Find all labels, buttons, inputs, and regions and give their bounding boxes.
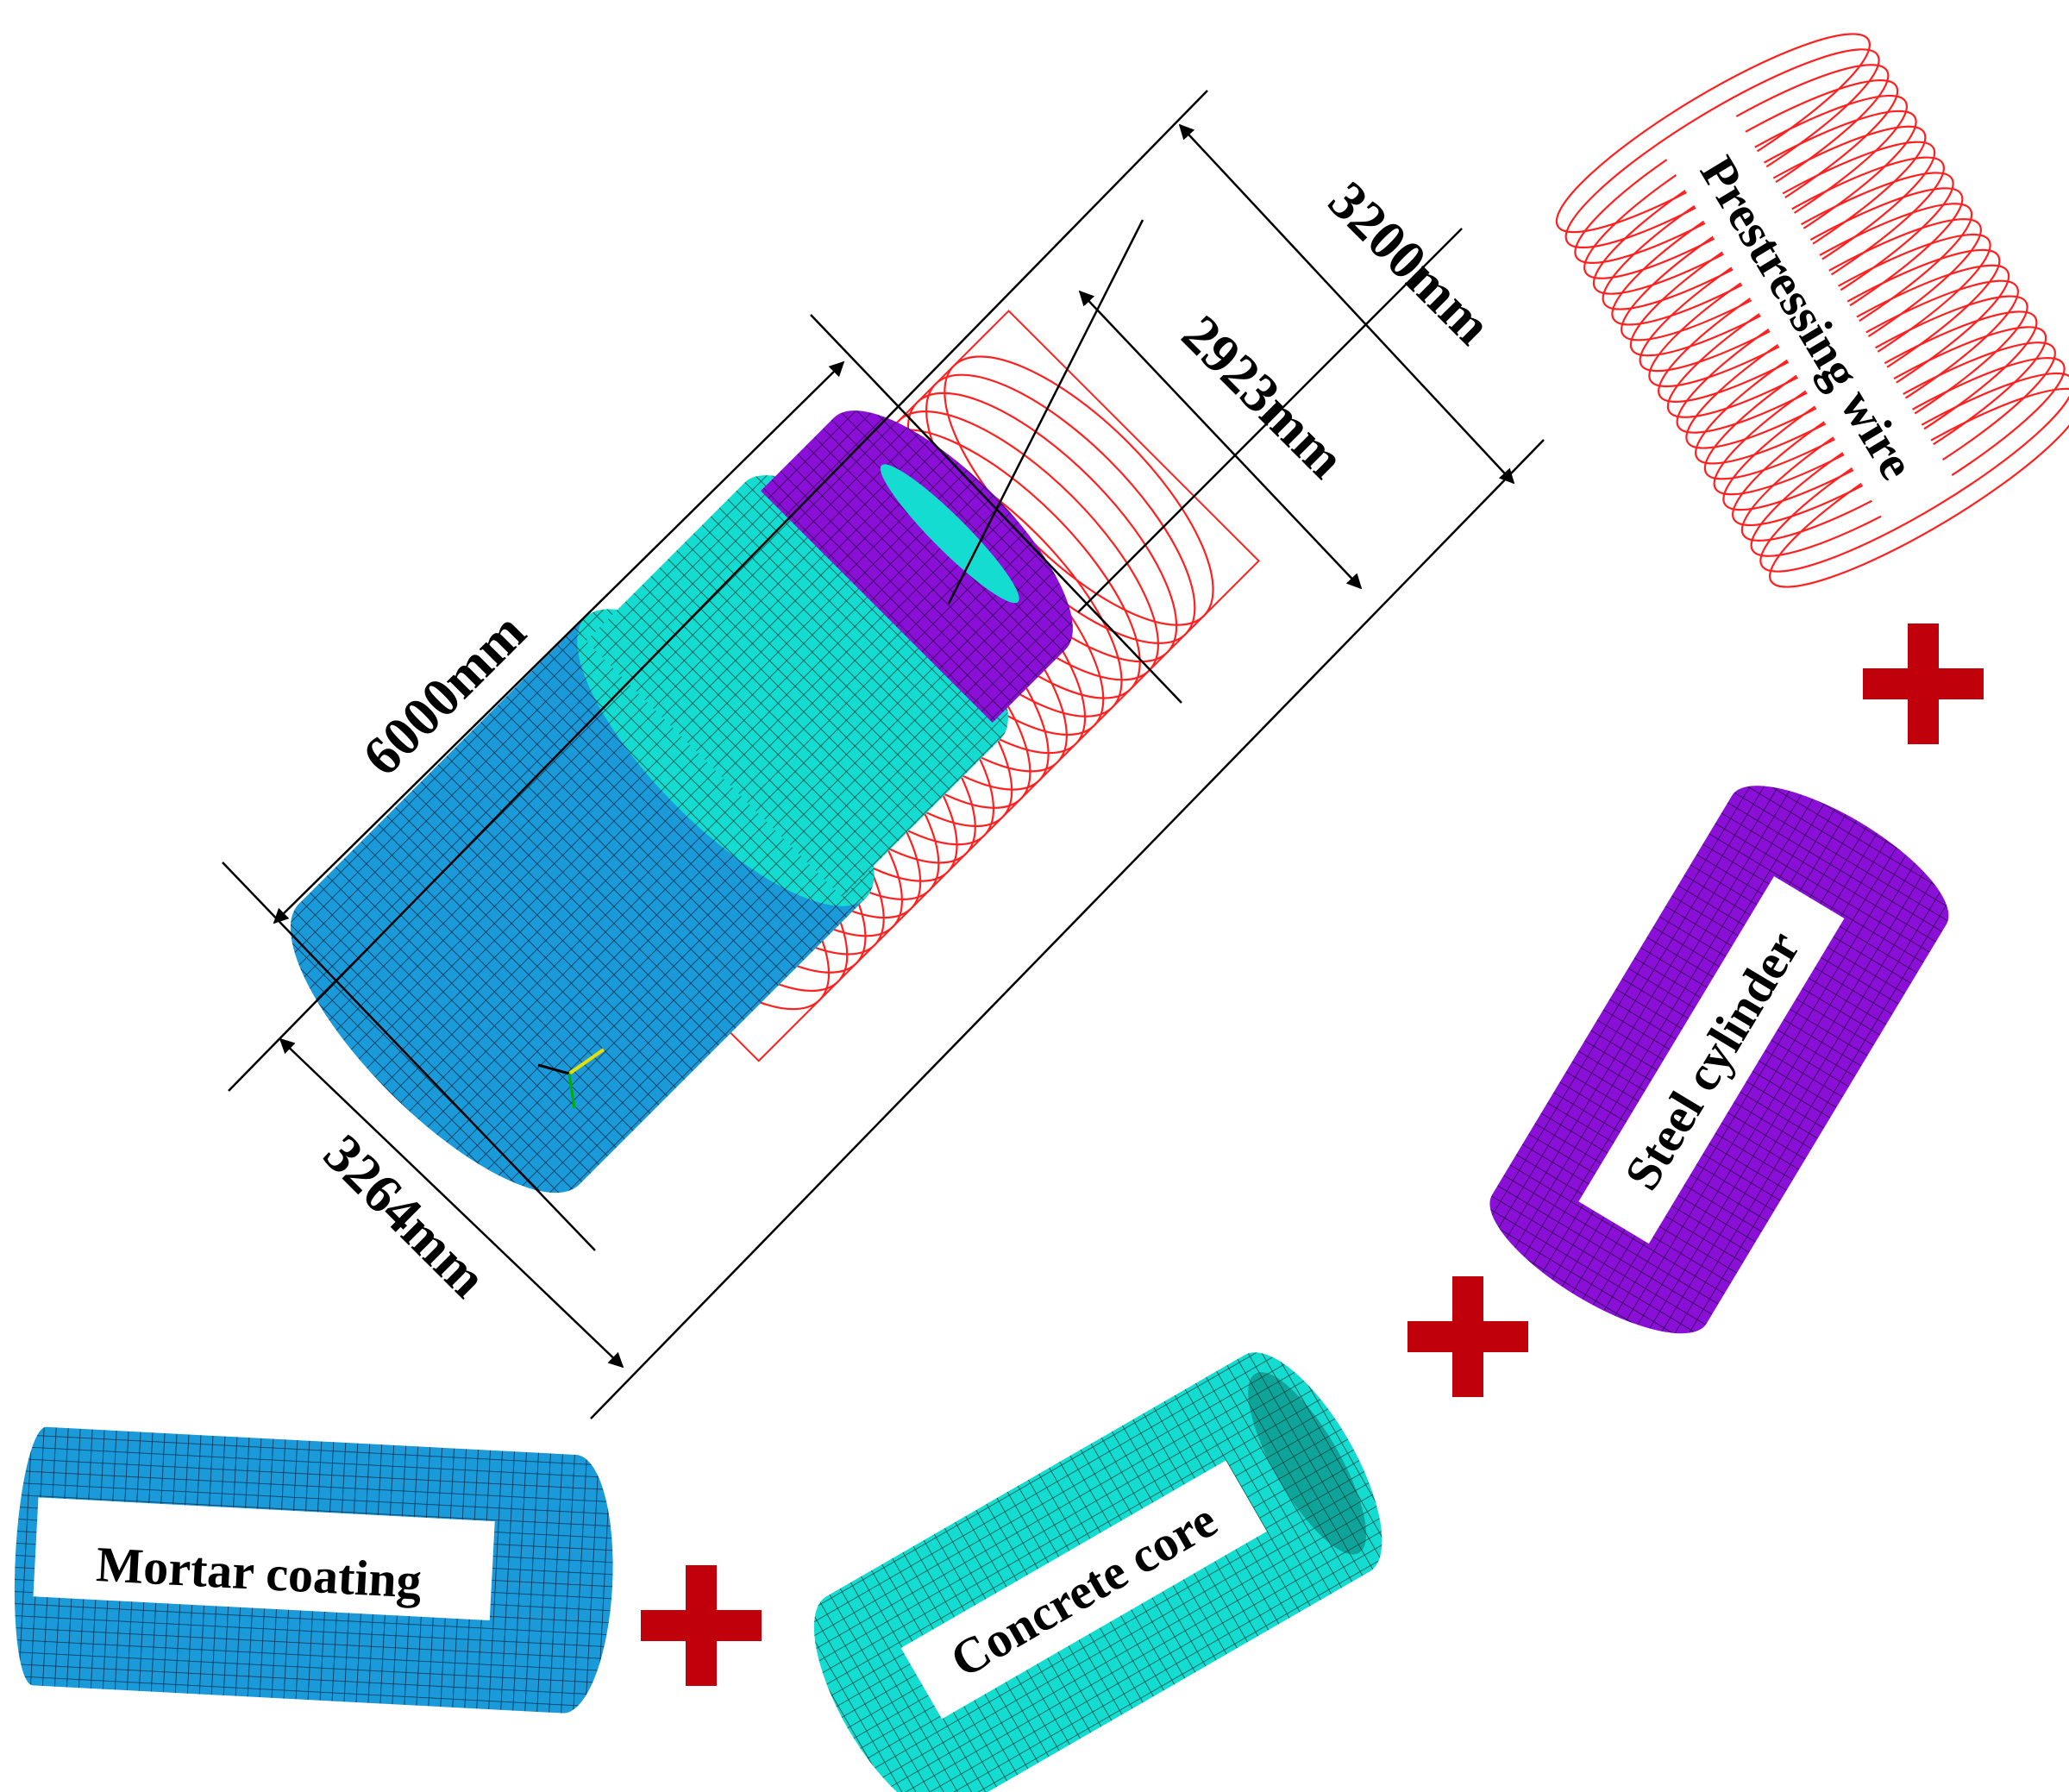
component-concrete-core: Concrete core [813, 1352, 1382, 1792]
dim-3264-arrow [279, 1037, 624, 1369]
dim-label-wire-diameter: 3200mm [1317, 170, 1503, 356]
dim-2923-arrow [1078, 290, 1363, 590]
component-steel-cylinder: Steel cylinder [1489, 786, 1949, 1334]
component-prestressing-wire: Prestressing wire [1555, 33, 2069, 588]
plus-icon [1408, 1276, 1528, 1397]
plus-icon [641, 1565, 762, 1686]
extension-line [590, 439, 1545, 1419]
extension-line [947, 219, 1144, 605]
dim-label-steel-diameter: 2923mm [1170, 304, 1357, 490]
dimension-annotations [222, 90, 1545, 1419]
dim-6000-arrow [273, 360, 845, 924]
component-mortar-coating: Mortar coating [14, 1426, 613, 1714]
plus-icon [1863, 623, 1984, 744]
